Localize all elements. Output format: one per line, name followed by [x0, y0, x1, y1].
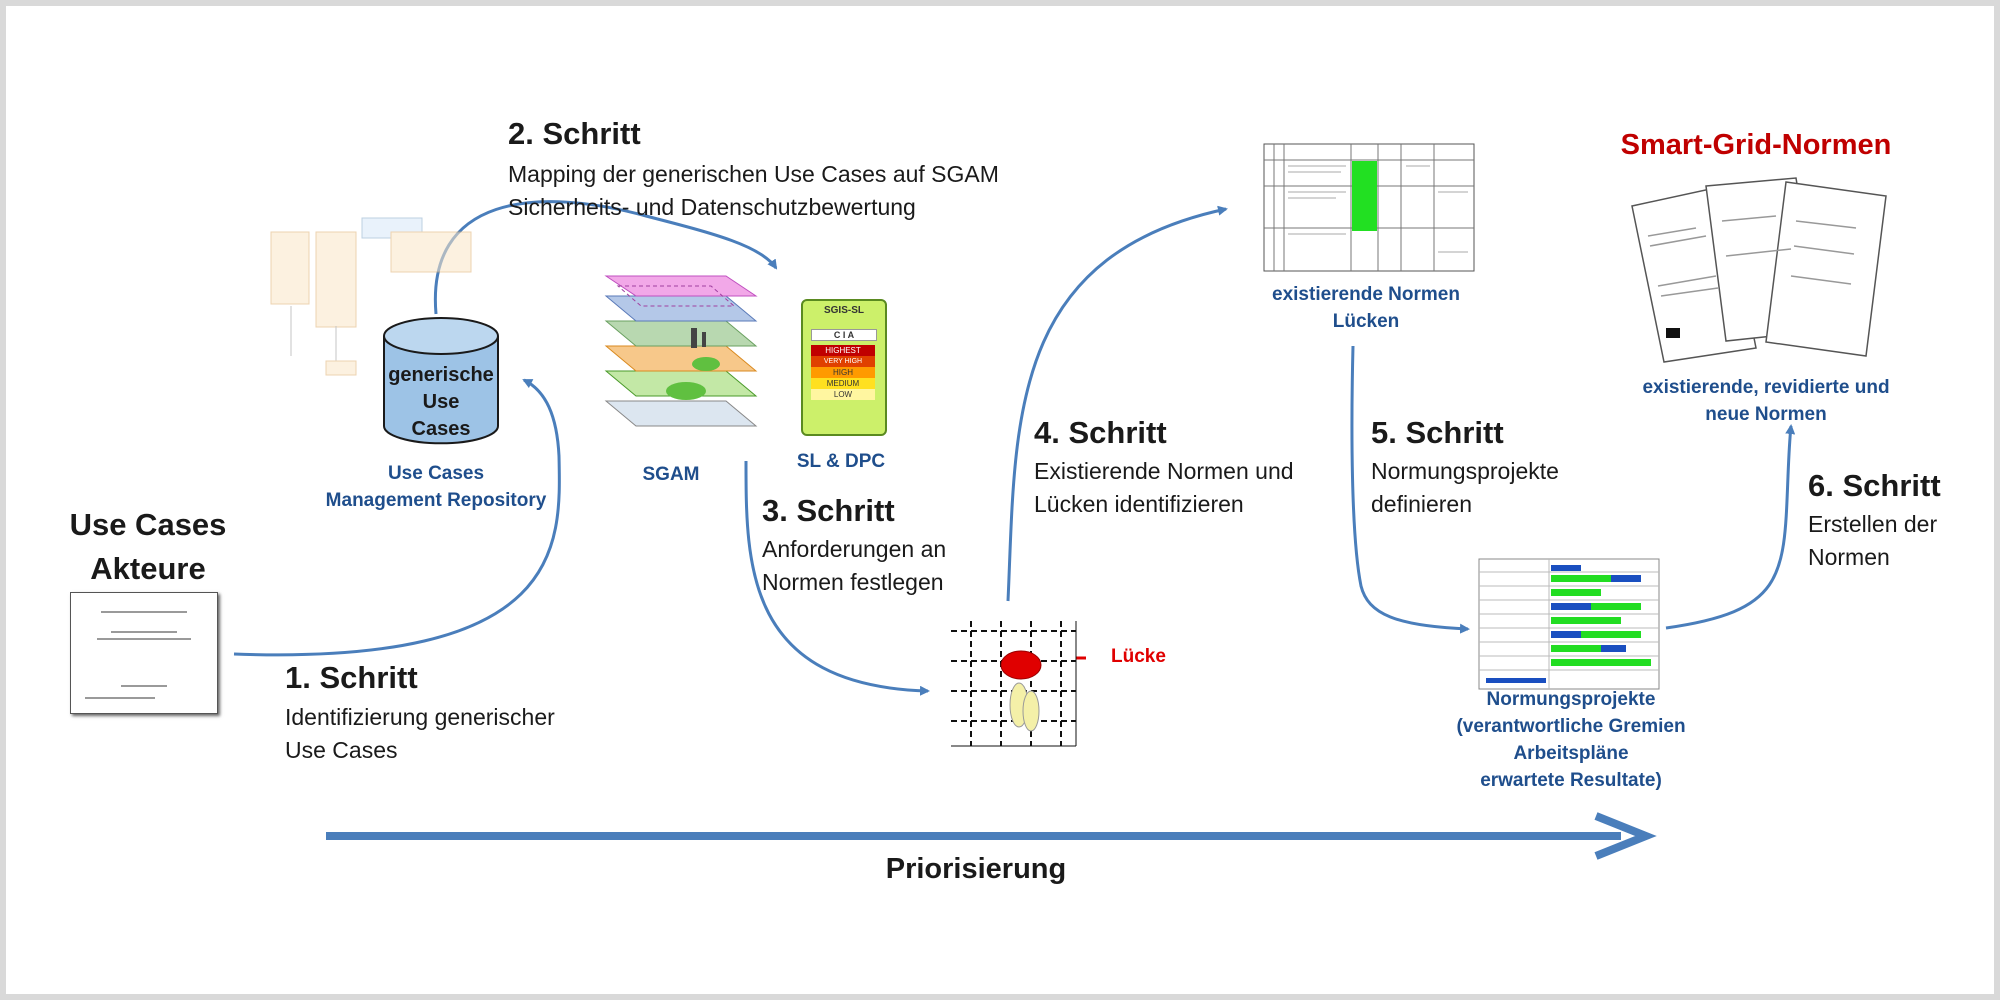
- sgis-level-medium: MEDIUM: [811, 378, 875, 389]
- step1-title: 1. Schritt: [285, 660, 418, 695]
- arrow-step3: [744, 460, 930, 696]
- gap-label: Lücke: [1111, 646, 1166, 667]
- standardization-projects-gantt: [1478, 558, 1660, 690]
- repository-cylinder: [383, 317, 499, 445]
- arrow-step5: [1350, 345, 1470, 634]
- sgis-cia: C I A: [811, 329, 877, 341]
- sgis-header: SGIS-SL: [823, 305, 864, 316]
- step3-title: 3. Schritt: [762, 493, 895, 528]
- smart-grid-title: Smart-Grid-Normen: [1620, 129, 1892, 161]
- sgis-level-low: LOW: [811, 389, 875, 400]
- sgis-level-highest: HIGHEST: [811, 345, 875, 356]
- arrow-step4: [1006, 205, 1228, 602]
- priorisierung-arrow-head: [1594, 812, 1657, 860]
- sgam-cube-icon: [604, 275, 758, 427]
- sgis-level-very-high: VERY HIGH: [811, 356, 875, 367]
- priorisierung-label: Priorisierung: [885, 853, 1067, 885]
- arrow-step6: [1665, 424, 1796, 630]
- projects-label: Normungsprojekte(verantwortliche Gremien…: [1456, 689, 1686, 791]
- sgis-level-high: HIGH: [811, 367, 875, 378]
- step6-title: 6. Schritt: [1808, 468, 1941, 503]
- step4-title: 4. Schritt: [1034, 415, 1167, 450]
- use-case-diagram-thumbnail: [270, 217, 472, 376]
- sgam-label: SGAM: [642, 464, 700, 485]
- standards-documents-icon: [1631, 177, 1887, 363]
- arrow-step1: [233, 378, 561, 657]
- step2-desc: Mapping der generischen Use Cases auf SG…: [508, 161, 999, 220]
- gap-analysis-chart: [951, 621, 1077, 747]
- sgis-sl-card: SGIS-SL C I A HIGHEST VERY HIGH HIGH MED…: [801, 299, 887, 436]
- actors-document: [70, 592, 218, 714]
- existing-standards-table: [1263, 143, 1475, 272]
- step2-title: 2. Schritt: [508, 116, 641, 151]
- step5-title: 5. Schritt: [1371, 415, 1504, 450]
- sgis-label: SL & DPC: [796, 451, 886, 472]
